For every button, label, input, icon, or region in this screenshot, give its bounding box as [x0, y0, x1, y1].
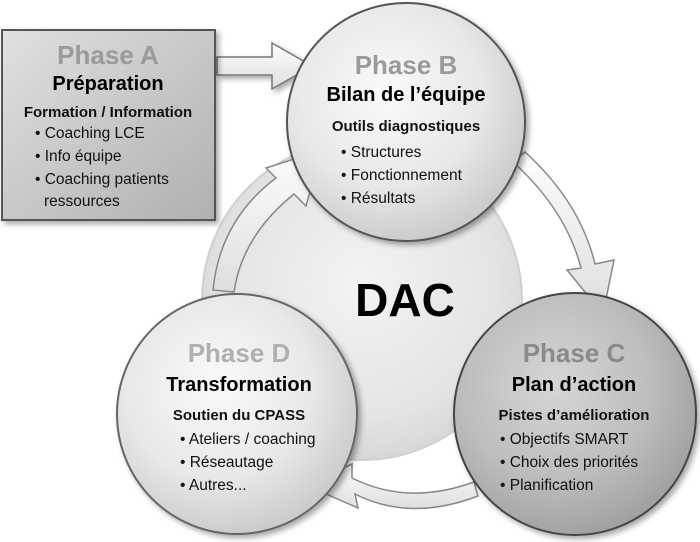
phase-d-item: • Réseautage [180, 454, 273, 471]
phase-d-item: • Autres... [180, 477, 247, 494]
phase-d-title: Transformation [166, 374, 312, 396]
arrow-b-to-c [511, 151, 615, 316]
phase-d-subtitle: Soutien du CPASS [173, 407, 305, 424]
phase-c-item: • Objectifs SMART [500, 431, 629, 448]
phase-b-item: • Fonctionnement [341, 167, 463, 184]
phase-c-item: • Planification [500, 477, 593, 494]
phase-c-subtitle: Pistes d’amélioration [499, 407, 650, 424]
center-label: DAC [355, 274, 455, 326]
phase-b-item: • Structures [341, 144, 422, 161]
phase-a-title: Préparation [52, 73, 163, 95]
phase-b-item: • Résultats [341, 190, 416, 207]
phase-d-item: • Ateliers / coaching [180, 431, 316, 448]
phase-a-label: Phase A [57, 40, 159, 70]
phase-d-label: Phase D [188, 338, 291, 368]
phase-b-circle: Phase B Bilan de l’équipe Outils diagnos… [286, 2, 526, 242]
phase-d-circle: Phase D Transformation Soutien du CPASS … [116, 293, 358, 535]
phase-b-title: Bilan de l’équipe [327, 84, 486, 106]
phase-a-item: • Info équipe [35, 148, 121, 165]
phase-a-item: • Coaching LCE [35, 125, 145, 142]
phase-c-circle: Phase C Plan d’action Pistes d’améliorat… [453, 292, 697, 536]
phase-c-title: Plan d’action [512, 374, 636, 396]
arrow-a-to-b [216, 41, 314, 91]
phase-c-label: Phase C [523, 338, 626, 368]
phase-c-item: • Choix des priorités [500, 454, 638, 471]
phase-b-label: Phase B [355, 50, 458, 80]
phase-a-item: • Coaching patients [35, 171, 169, 188]
phase-a-item: ressources [44, 193, 120, 210]
phase-a-subtitle: Formation / Information [24, 104, 192, 121]
phase-b-subtitle: Outils diagnostiques [332, 118, 480, 135]
phase-a-box: Phase A Préparation Formation / Informat… [1, 29, 216, 221]
